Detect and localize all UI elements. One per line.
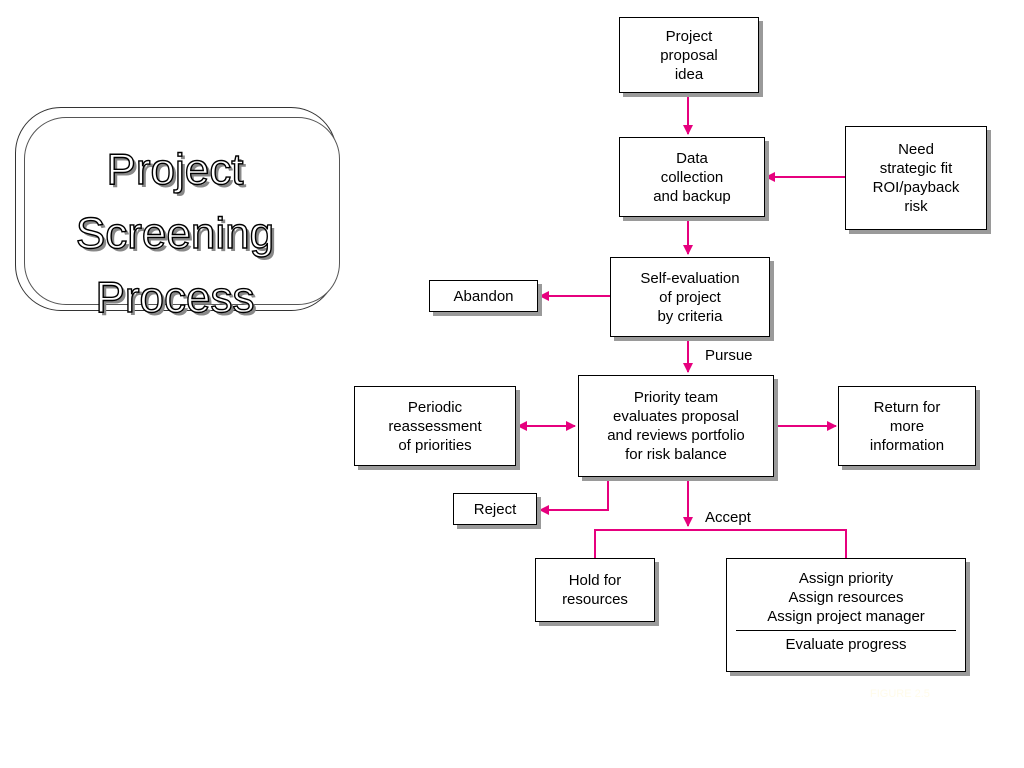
label-pursue: Pursue [705,347,753,364]
node-need: Need strategic fit ROI/payback risk [845,126,987,230]
node-data-collection: Data collection and backup [619,137,765,217]
figure-note: FIGURE 2.5 [870,688,930,700]
evaluate-progress: Evaluate progress [785,636,907,653]
accept-branch-line [594,529,847,558]
node-return-for-information: Return for more information [838,386,976,466]
title-line-2: Screening [75,208,275,258]
node-periodic-reassessment: Periodic reassessment of priorities [354,386,516,466]
assign-steps: Assign priority Assign resources Assign … [767,570,925,625]
node-reject: Reject [453,493,537,525]
arrow-priority-to-reject [539,478,609,515]
node-project-proposal: Project proposal idea [619,17,759,93]
node-hold-for-resources: Hold for resources [535,558,655,622]
node-self-evaluation: Self-evaluation of project by criteria [610,257,770,337]
title-line-1: Project [106,144,244,194]
label-accept: Accept [705,509,751,526]
node-priority-team: Priority team evaluates proposal and rev… [578,375,774,477]
node-abandon: Abandon [429,280,538,312]
title-line-3: Process [95,272,255,322]
node-assign: Assign priority Assign resources Assign … [726,558,966,672]
assign-divider [736,630,956,631]
title-card-inner-frame [24,117,340,305]
slide-title: Project Screening Process [15,140,335,332]
